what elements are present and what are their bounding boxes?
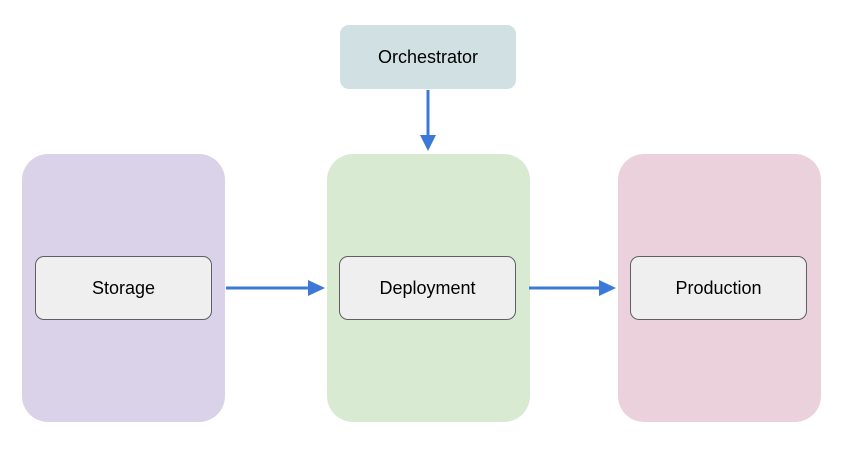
storage-to-deployment-arrow — [226, 280, 325, 296]
orchestrator-label: Orchestrator — [377, 46, 479, 67]
deployment-to-production-arrow — [529, 280, 616, 296]
orchestrator-node: Orchestrator — [340, 25, 516, 89]
deployment-node: Deployment — [339, 256, 516, 320]
storage-label: Storage — [91, 277, 156, 298]
production-label: Production — [675, 277, 762, 298]
deployment-label: Deployment — [379, 277, 476, 298]
orchestrator-to-deployment-arrow — [420, 90, 436, 151]
production-node: Production — [630, 256, 807, 320]
storage-node: Storage — [35, 256, 212, 320]
